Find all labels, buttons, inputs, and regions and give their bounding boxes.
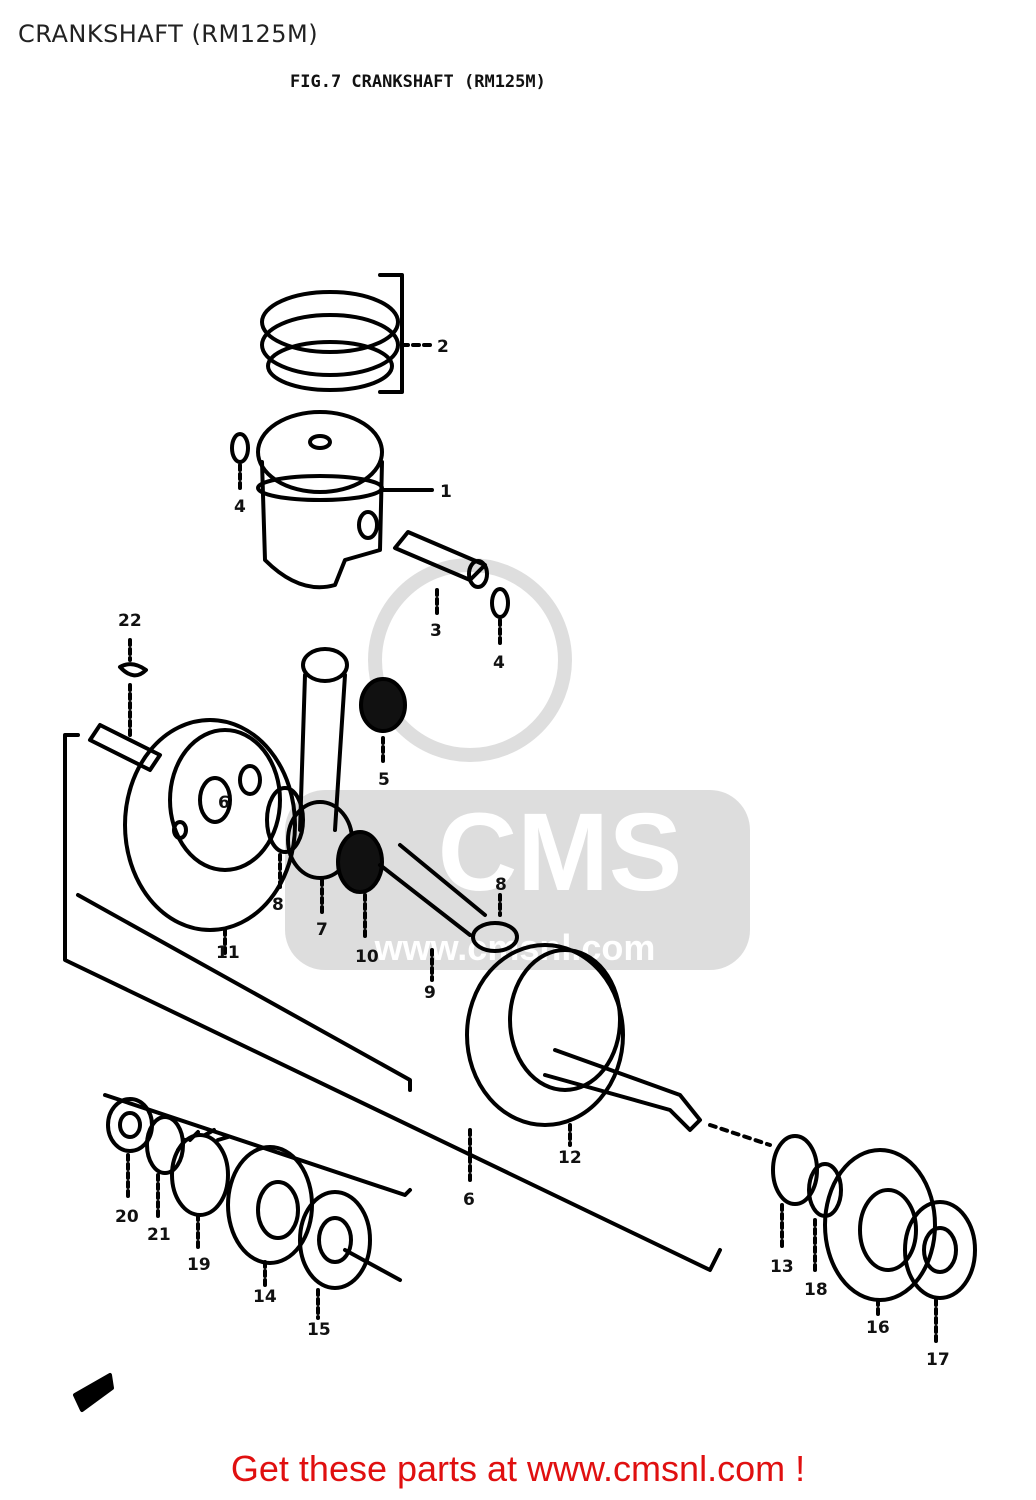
label-part-12: 12 [558,1148,582,1168]
primary-gear [103,1093,412,1252]
bearing-right [823,1148,937,1317]
label-part-6c: 6 [218,793,230,813]
label-part-6: 6 [463,1190,475,1210]
oil-seal-right [903,1200,977,1347]
needle-bearing-big [336,830,384,942]
watermark-cms: CMS [438,791,682,914]
label-part-3: 3 [430,621,442,641]
label-part-14: 14 [253,1287,277,1307]
page-title: CRANKSHAFT (RM125M) [18,20,319,48]
label-part-17: 17 [926,1350,950,1370]
woodruff-key [118,638,148,737]
footer-parts-link[interactable]: Get these parts at www.cmsnl.com ! [230,1448,806,1489]
crank-pin [378,843,487,982]
label-part-16: 16 [866,1318,890,1338]
label-part-1: 1 [440,482,452,502]
part-labels: 2 1 4 3 4 22 5 6 8 7 11 10 8 9 12 6 20 2… [115,337,950,1370]
label-part-11: 11 [216,943,240,963]
label-part-20: 20 [115,1207,139,1227]
circlips [230,432,510,647]
label-part-21: 21 [147,1225,171,1245]
flywheel-right [465,943,772,1147]
flywheel-left [88,718,297,957]
figure-title: FIG.7 CRANKSHAFT (RM125M) [290,72,546,92]
direction-arrow-icon [73,1373,114,1412]
label-part-5: 5 [378,770,390,790]
label-part-10: 10 [355,947,379,967]
label-part-19: 19 [187,1255,211,1275]
label-part-8b: 8 [495,875,507,895]
label-part-9: 9 [424,983,436,1003]
needle-bearing-small [359,677,407,767]
label-part-18: 18 [804,1280,828,1300]
label-part-13: 13 [770,1257,794,1277]
oil-seal-left [298,1190,402,1320]
label-part-4b: 4 [493,653,505,673]
label-part-7: 7 [316,920,328,940]
bearing-left [226,1145,314,1287]
label-part-4a: 4 [234,497,246,517]
piston-pin [393,530,489,617]
label-part-15: 15 [307,1320,331,1340]
crankshaft-assy-bracket [63,733,722,1272]
label-part-22: 22 [118,611,142,631]
cms-watermark: CMS www.cmsnl.com [285,558,750,970]
label-part-8a: 8 [272,895,284,915]
crankshaft-diagram: CMS www.cmsnl.com [63,273,977,1412]
piston-rings [260,273,432,394]
piston [256,410,434,590]
label-part-2: 2 [437,337,449,357]
thrust-washers [265,786,519,953]
